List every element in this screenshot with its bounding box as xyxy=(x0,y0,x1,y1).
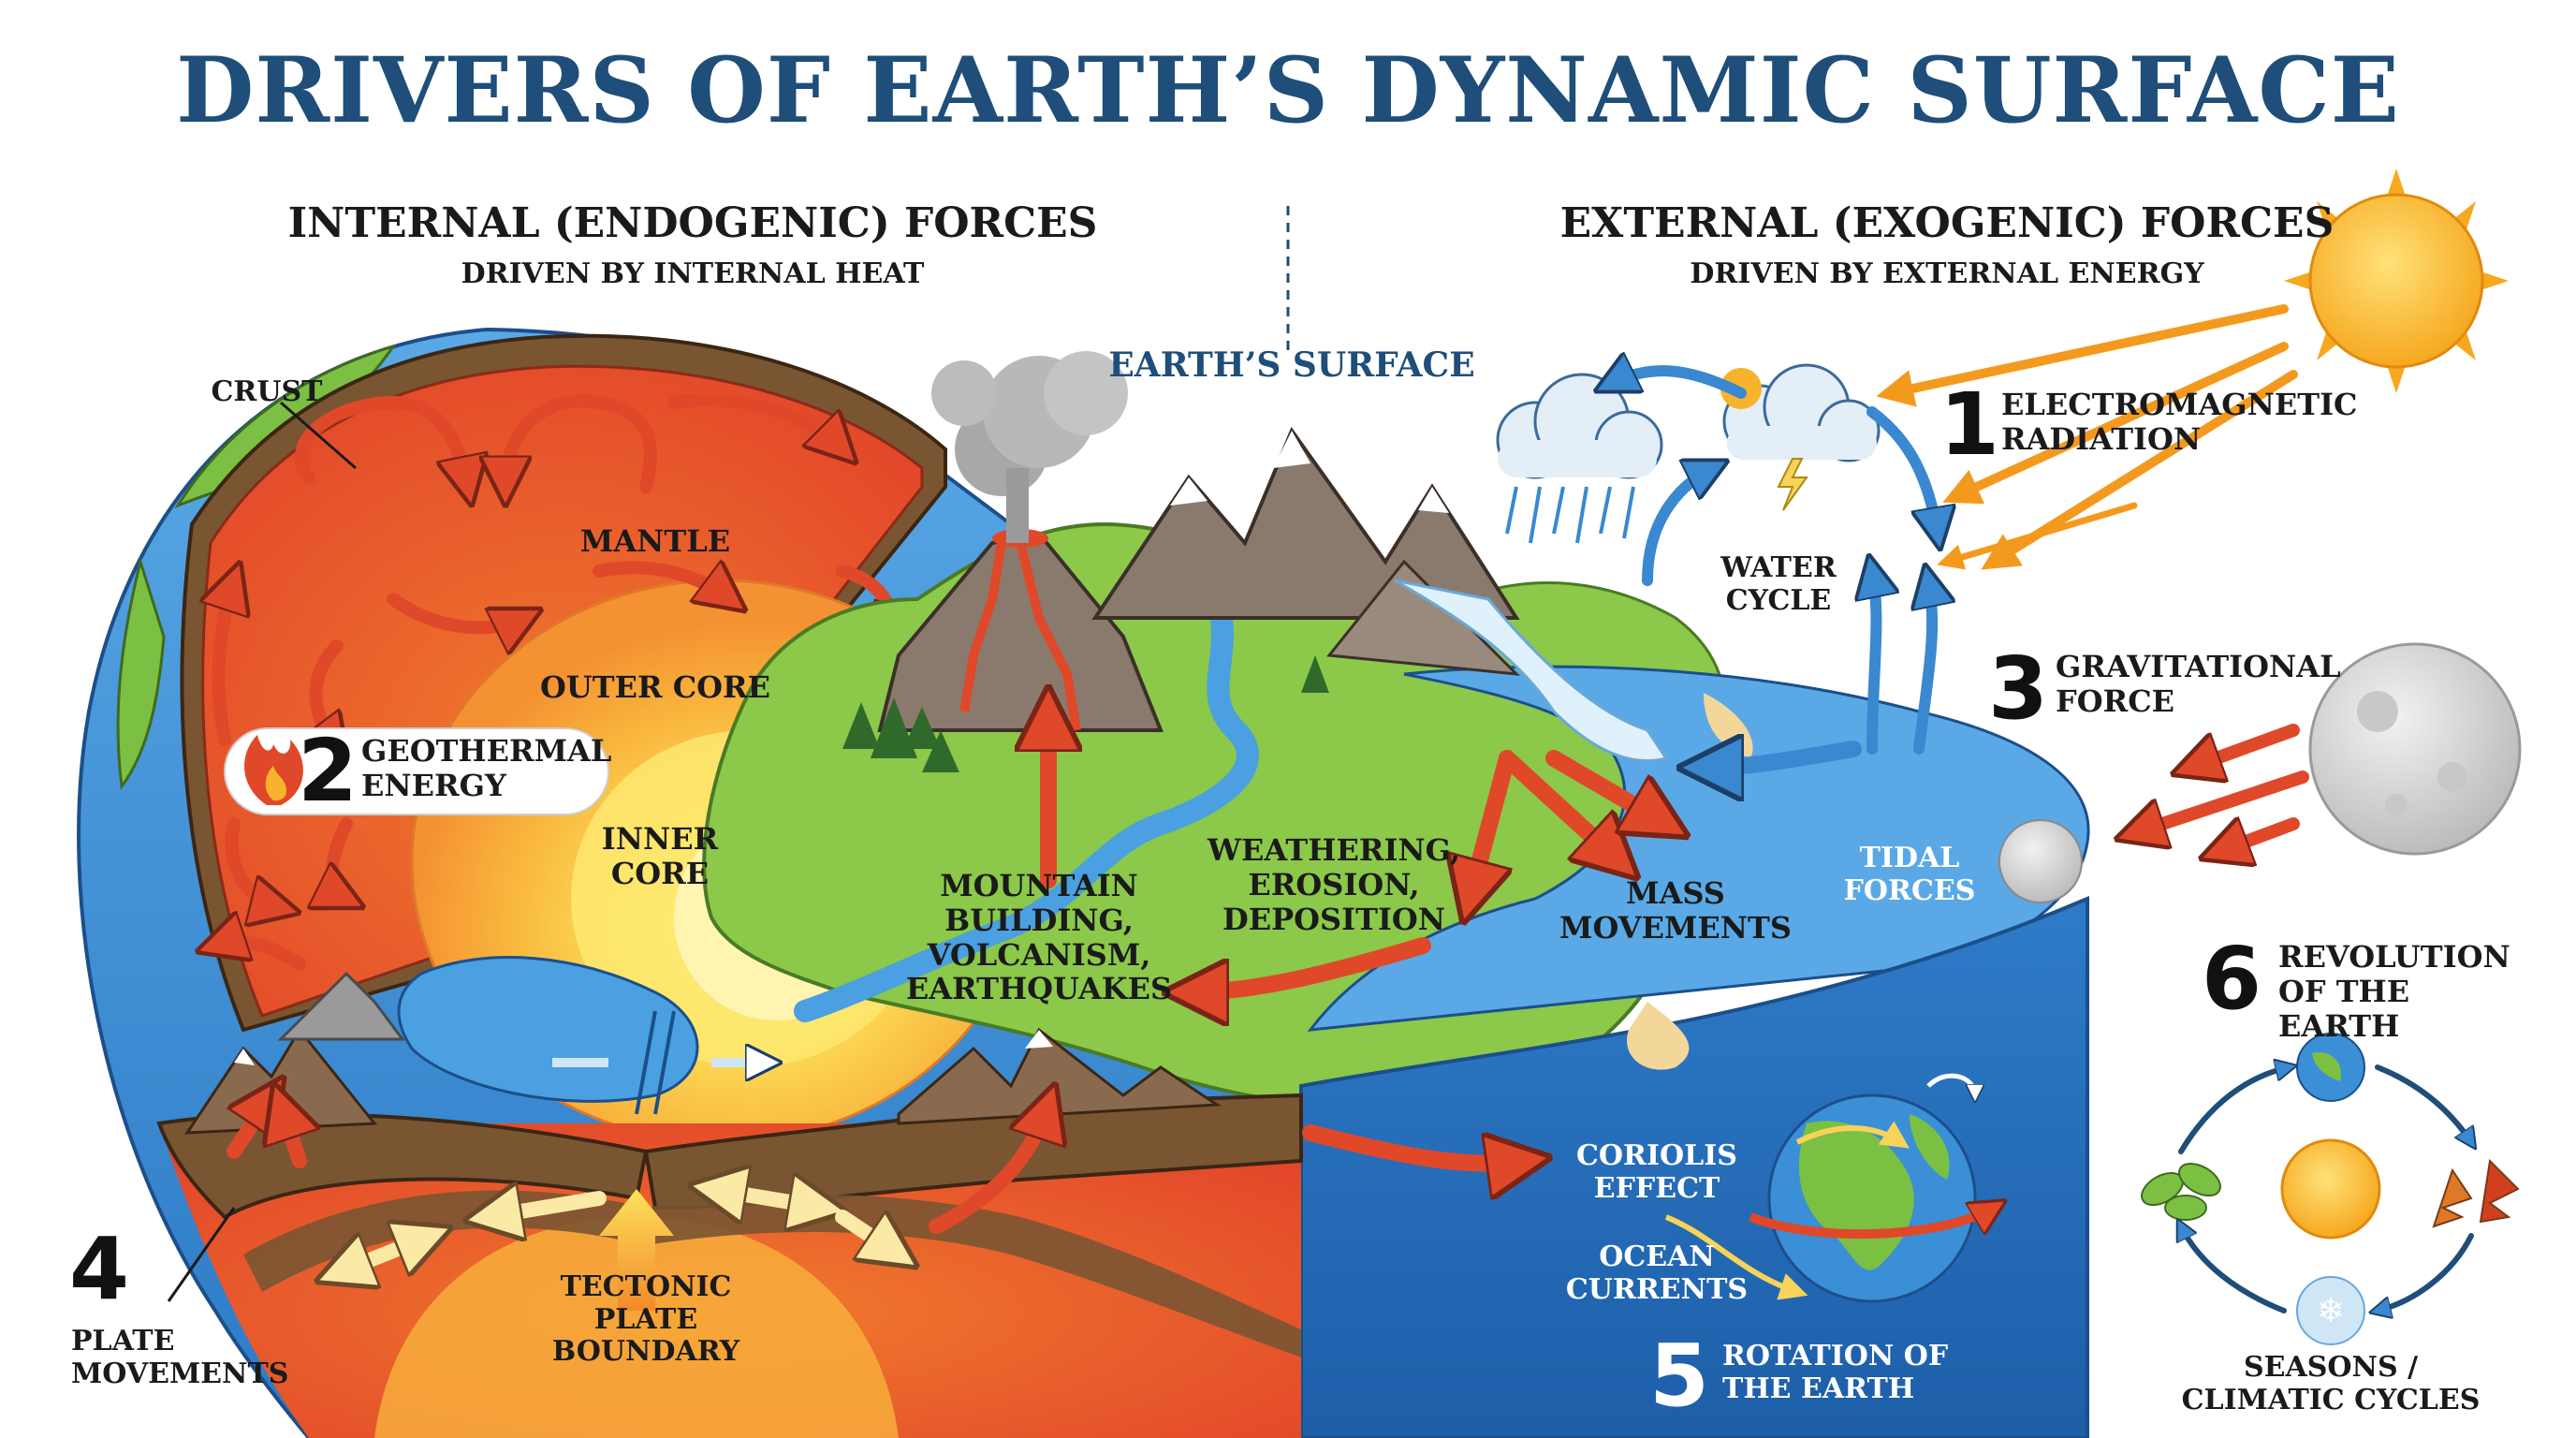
mountain-icon xyxy=(1091,426,1521,676)
plate-arrows xyxy=(227,1095,1048,1273)
moon-icon xyxy=(2308,642,2522,856)
ocean-currents-label: OCEAN CURRENTS xyxy=(1565,1240,1749,1306)
fire-icon xyxy=(244,735,303,805)
mountain-range-right xyxy=(897,1027,1222,1125)
seasons-cycle: ❄ xyxy=(2141,1033,2520,1345)
moon-icon xyxy=(1998,819,2083,903)
globe-icon xyxy=(1749,1073,1994,1303)
mountain-snowcap xyxy=(1025,1030,1053,1049)
mantle-label: MANTLE xyxy=(579,523,731,559)
mountain-snowcap xyxy=(234,1049,255,1065)
external-forces-heading: EXTERNAL (EXOGENIC) FORCES xyxy=(1559,199,2334,247)
lower-crust-band xyxy=(243,1190,1301,1357)
leaf-icon xyxy=(2141,1162,2221,1221)
asthenosphere-glow xyxy=(374,1217,899,1438)
magma-plume xyxy=(599,1189,674,1311)
page-title: DRIVERS OF EARTH’S DYNAMIC SURFACE xyxy=(176,37,2400,143)
river xyxy=(794,588,1259,1022)
process-arrows xyxy=(1048,712,1862,1164)
driver-5-number: 5 xyxy=(1649,1326,1710,1426)
svg-text:❄: ❄ xyxy=(2317,1292,2345,1330)
driver-1-number: 1 xyxy=(1939,374,2000,475)
volcano-icon xyxy=(877,351,1164,732)
tidal-forces-label: TIDAL FORCES xyxy=(1843,842,1976,907)
internal-forces-subheading: DRIVEN BY INTERNAL HEAT xyxy=(461,257,925,290)
driver-2-number: 2 xyxy=(298,721,359,821)
plate-pointer-line xyxy=(167,1207,236,1302)
coriolis-effect-label: CORIOLIS EFFECT xyxy=(1576,1139,1737,1205)
globe-land-west xyxy=(116,556,166,790)
crust-label: CRUST xyxy=(211,375,323,408)
snowflake-icon xyxy=(2296,1276,2365,1345)
cloud-icon xyxy=(1720,363,1881,462)
beach-sand xyxy=(1627,1002,1690,1070)
internal-forces-heading: INTERNAL (ENDOGENIC) FORCES xyxy=(287,199,1098,247)
deep-ocean-block xyxy=(1299,895,2089,1438)
inner-core-label: INNER CORE xyxy=(601,821,719,891)
sun-icon xyxy=(2280,1138,2381,1240)
outer-core-label: OUTER CORE xyxy=(539,669,771,705)
driver-3-label: GRAVITATIONAL FORCE xyxy=(2056,649,2341,719)
mass-movements-label: MASS MOVEMENTS xyxy=(1559,875,1792,946)
convection-arrows xyxy=(215,393,892,971)
driver-4-number: 4 xyxy=(69,1219,130,1319)
sun-icon xyxy=(2284,169,2509,393)
lightning-icon xyxy=(1777,458,1808,511)
tree-icon xyxy=(842,655,1329,772)
rain-cloud-icon xyxy=(1496,373,1663,544)
water-cycle-label: WATER CYCLE xyxy=(1720,551,1837,617)
seasons-label: SEASONS / CLIMATIC CYCLES xyxy=(2181,1351,2481,1416)
driver-5-label: ROTATION OF THE EARTH xyxy=(1722,1340,1949,1405)
driver-1-label: ELECTROMAGNETIC RADIATION xyxy=(2001,387,2358,457)
globe-cutaway xyxy=(77,327,2090,1438)
mountain-building-label: MOUNTAIN BUILDING, VOLCANISM, EARTHQUAKE… xyxy=(905,868,1173,1007)
driver-4-label: PLATE MOVEMENTS xyxy=(71,1325,289,1390)
rift-lines xyxy=(635,1010,676,1115)
driver-6-number: 6 xyxy=(2202,929,2262,1029)
autumn-leaf-icon xyxy=(2432,1158,2520,1228)
driver-2-label: GEOTHERMAL ENERGY xyxy=(361,733,612,803)
weathering-label: WEATHERING, EROSION, DEPOSITION xyxy=(1208,832,1460,937)
glacier xyxy=(1394,579,1669,763)
crust-pointer-line xyxy=(280,401,357,470)
water-cycle-arrows xyxy=(1610,371,1938,755)
rock-mountain-left xyxy=(277,971,405,1041)
tectonic-boundary-label: TECTONIC PLATE BOUNDARY xyxy=(551,1270,740,1368)
radiation-arrows xyxy=(1876,304,2298,570)
earths-surface-label: EARTH’S SURFACE xyxy=(1108,345,1475,385)
geothermal-badge xyxy=(224,727,609,815)
external-forces-subheading: DRIVEN BY EXTERNAL ENERGY xyxy=(1690,257,2204,290)
gravity-arrows xyxy=(2134,724,2309,852)
driver-3-number: 3 xyxy=(1988,638,2049,739)
current-arrows xyxy=(1664,1214,1808,1300)
driver-6-label: REVOLUTION OF THE EARTH xyxy=(2278,939,2510,1044)
